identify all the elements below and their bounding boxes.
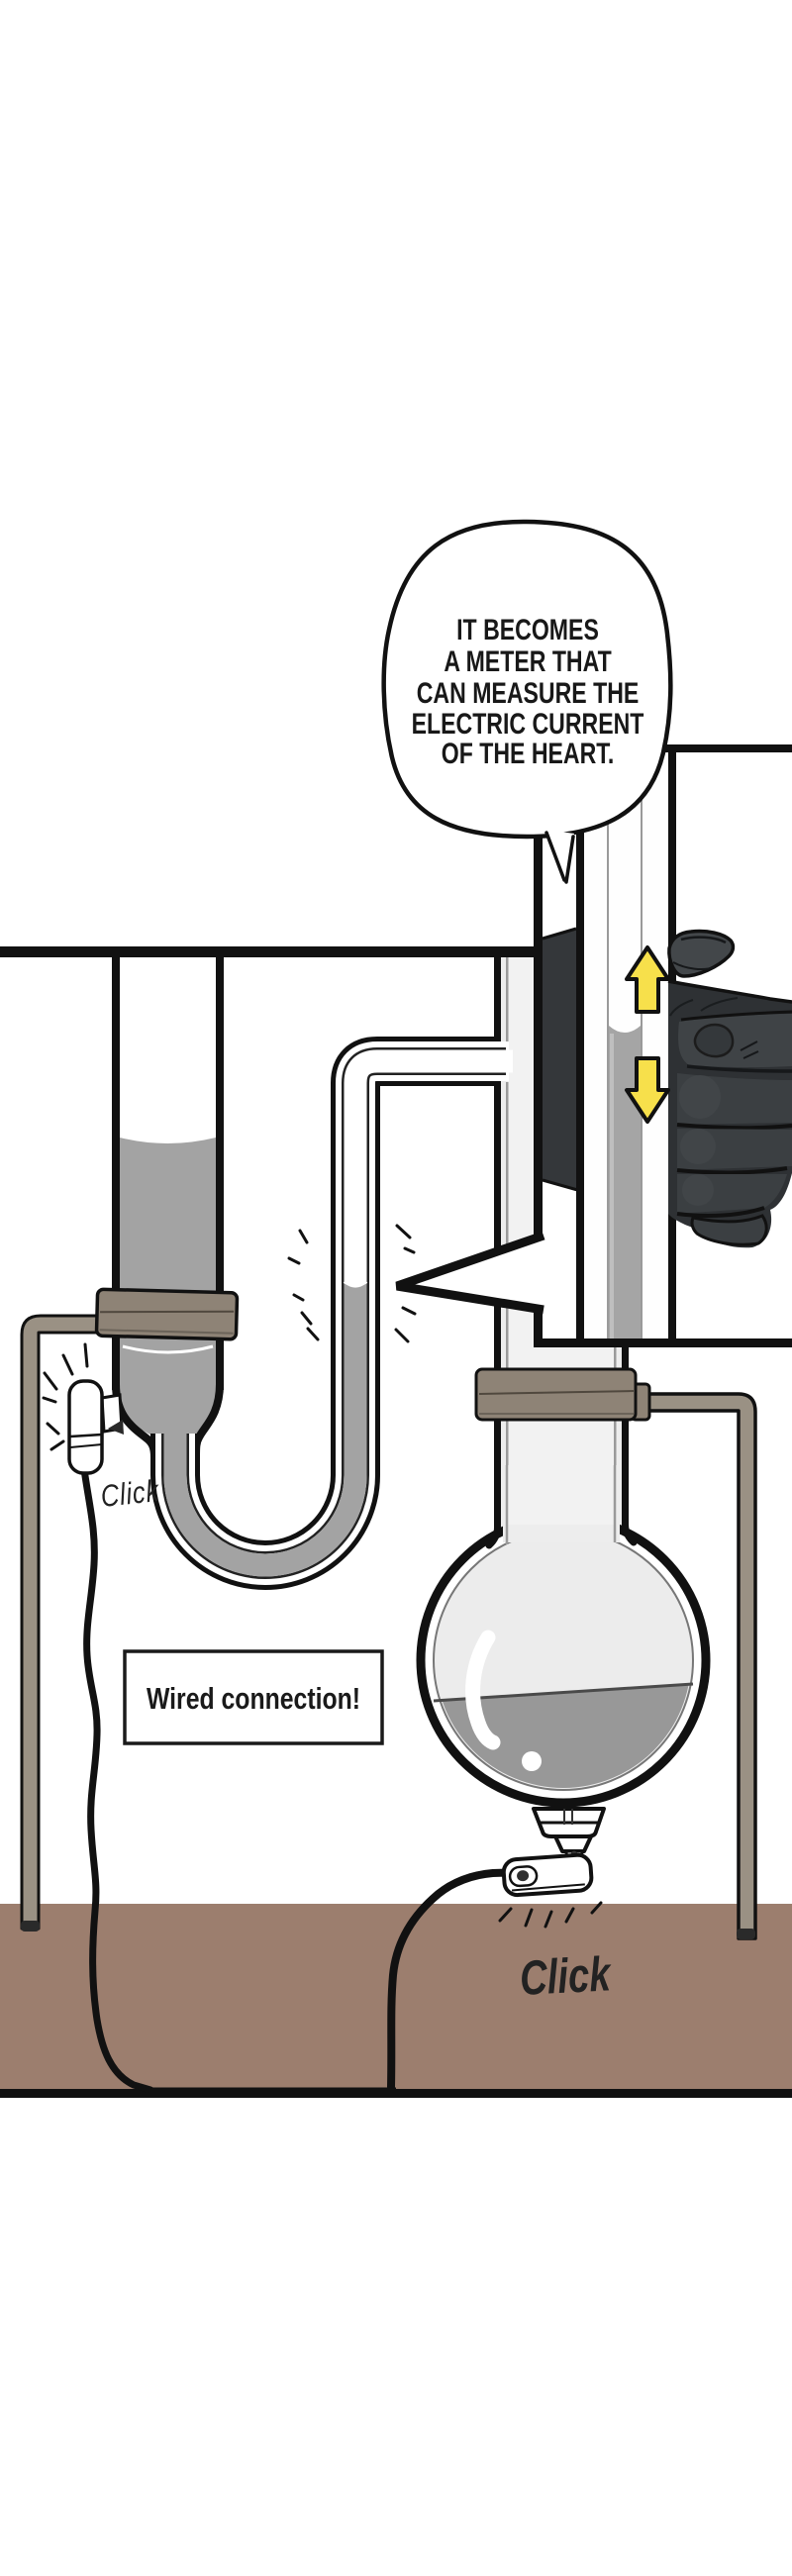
svg-text:Wired connection!: Wired connection! [147,1681,360,1715]
svg-text:OF THE HEART.: OF THE HEART. [442,737,614,770]
svg-text:CAN MEASURE THE: CAN MEASURE THE [417,676,640,710]
svg-text:IT BECOMES: IT BECOMES [456,613,599,646]
svg-text:Click: Click [99,1474,161,1515]
svg-text:ELECTRIC CURRENT: ELECTRIC CURRENT [412,707,644,741]
svg-text:Click: Click [519,1947,614,2006]
svg-text:A METER THAT: A METER THAT [444,644,612,678]
